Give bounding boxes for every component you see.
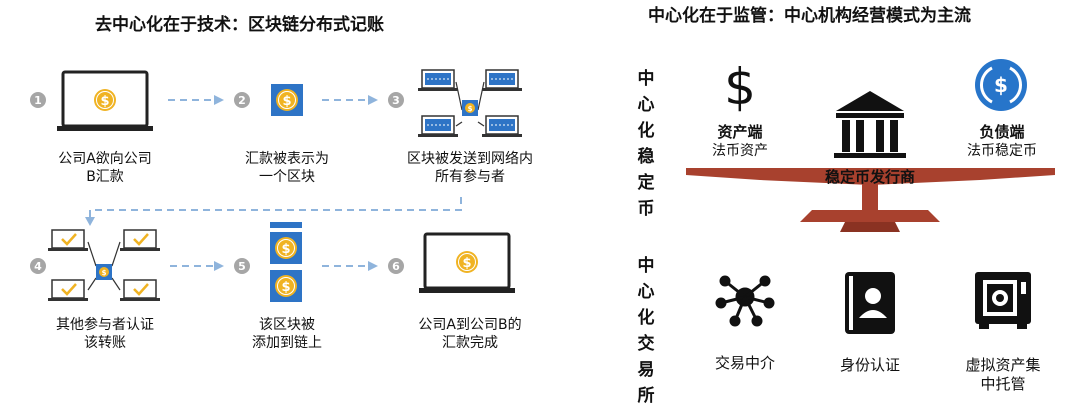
exchange-item-label: 虚拟资产集中托管 [965, 356, 1041, 393]
right-title: 中心化在于监管：中心机构经营模式为主流 [648, 6, 971, 26]
step-number: 3 [388, 92, 404, 108]
blockchain-flow-diagram: $ $ [46, 69, 523, 303]
step-caption: 公司A到公司B的汇款完成 [418, 317, 522, 351]
dollar-icon: $ [724, 58, 756, 116]
asset-side-title: 资产端 [717, 123, 763, 141]
liability-side-title: 负债端 [979, 123, 1025, 141]
asset-side-subtitle: 法币资产 [712, 143, 768, 159]
step-caption: 该区块被添加到链上 [252, 317, 322, 351]
verification-network-icon [46, 228, 162, 303]
liability-side-subtitle: 法币稳定币 [967, 143, 1037, 159]
usdc-coin-icon: $ [975, 59, 1027, 111]
laptop-icon [419, 232, 515, 293]
centralized-exchange-label: 中心化交易所 [637, 256, 655, 406]
step-number: 6 [388, 258, 404, 274]
safe-icon [975, 272, 1031, 329]
laptop-icon [57, 70, 153, 131]
svg-text:$: $ [994, 73, 1008, 97]
step-caption: 汇款被表示为一个区块 [245, 151, 329, 185]
left-title: 去中心化在于技术：区块链分布式记账 [95, 15, 384, 35]
exchange-item-label: 身份认证 [839, 356, 900, 374]
step-number: 5 [234, 258, 250, 274]
exchange-item-label: 交易中介 [714, 354, 775, 372]
step-number: 2 [234, 92, 250, 108]
step-caption: 区块被发送到网络内所有参与者 [407, 151, 533, 185]
step-number: 4 [30, 258, 46, 274]
network-icon [417, 69, 523, 138]
arrow-3-4 [89, 197, 462, 218]
block-icon [271, 84, 303, 116]
centralized-stablecoin-label: 中心化稳定币 [637, 69, 655, 219]
bank-icon [834, 91, 906, 158]
issuer-label: 稳定币发行商 [824, 168, 915, 186]
id-card-icon [845, 272, 895, 334]
chain-icon [270, 222, 302, 302]
scale-icon [686, 168, 1055, 232]
balance-scale-diagram: $ $ [686, 58, 1055, 334]
network-hub-icon [715, 275, 775, 327]
step-number: 1 [30, 92, 46, 108]
step-caption: 其他参与者认证该转账 [56, 317, 154, 351]
